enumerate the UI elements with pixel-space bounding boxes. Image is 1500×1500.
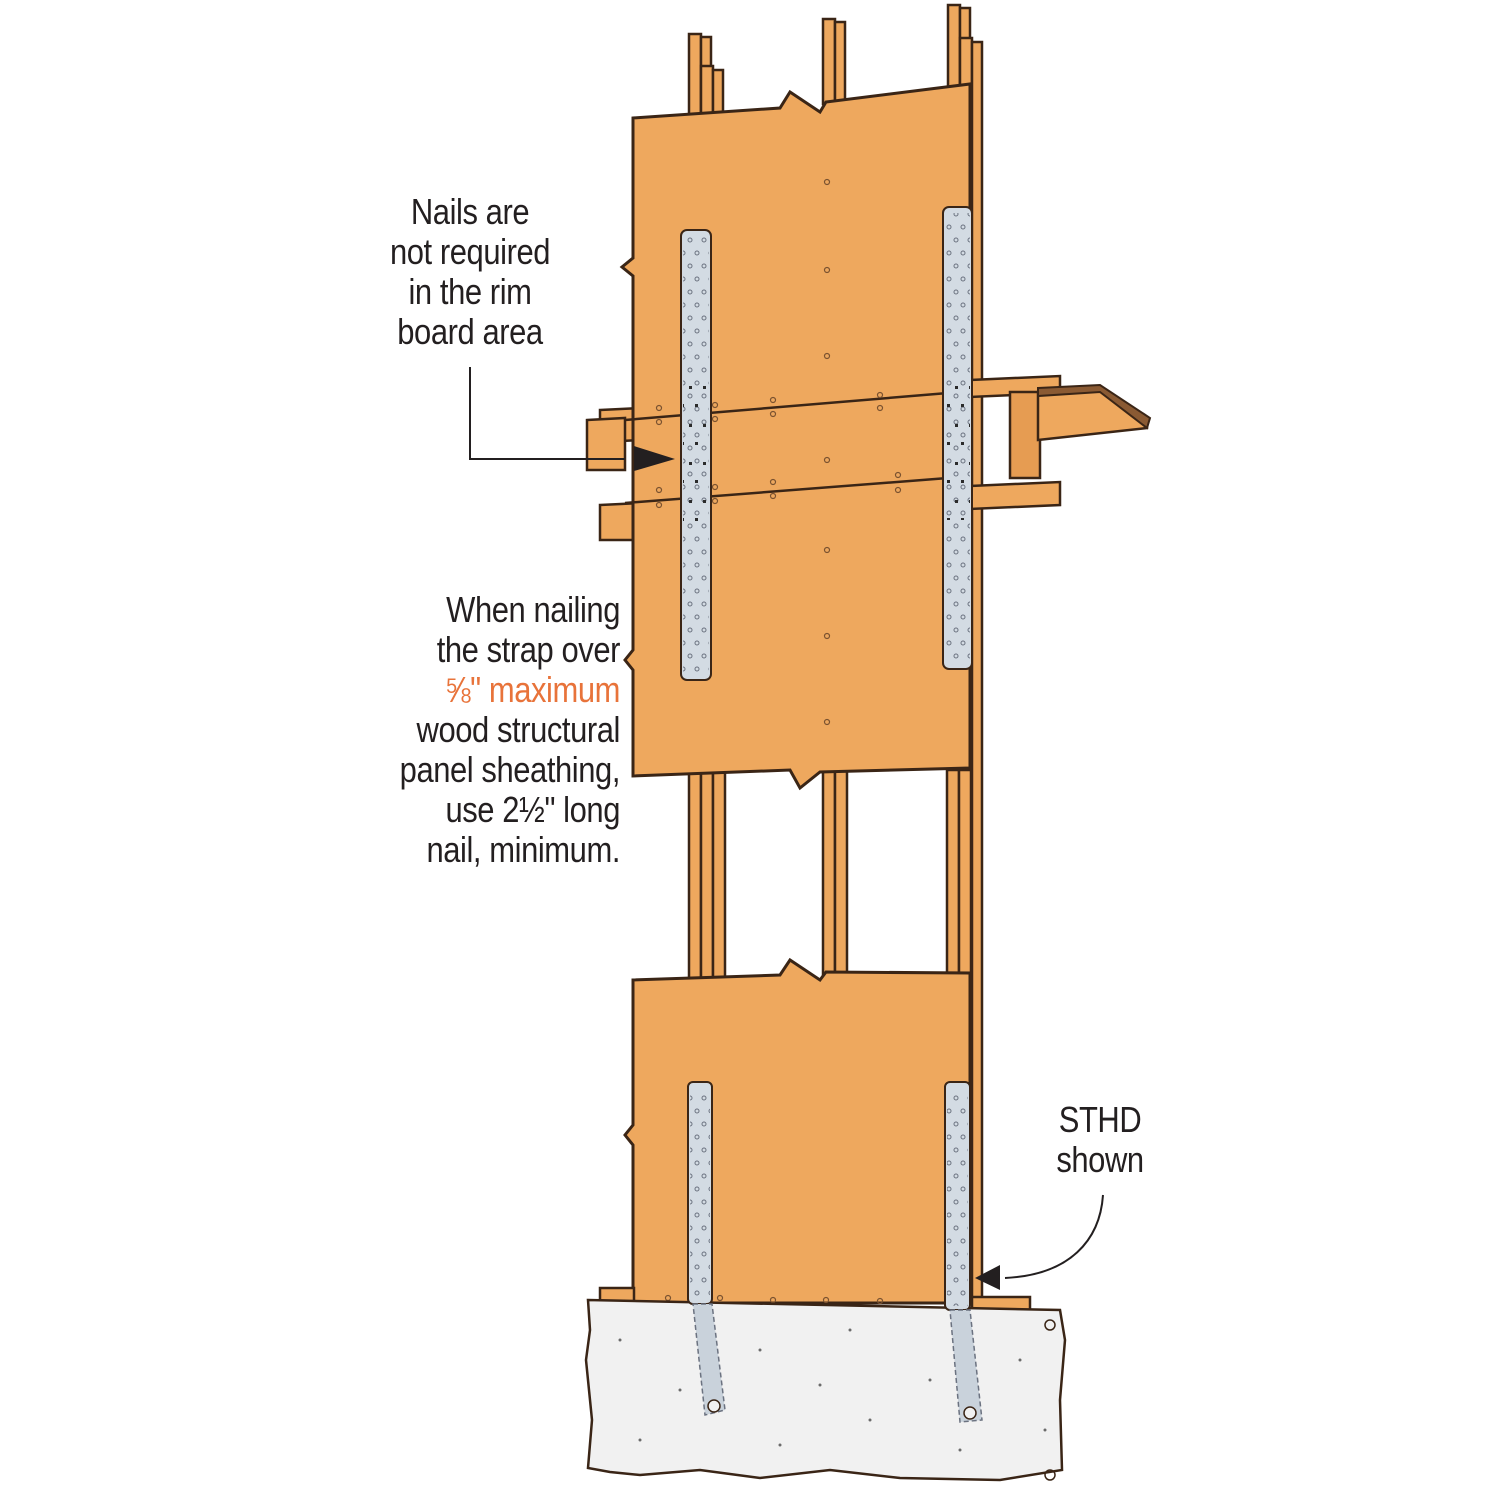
callout-line: not required: [389, 231, 551, 272]
rim-board-callout: Nails are not required in the rim board …: [375, 192, 564, 352]
callout-line: the strap over: [436, 629, 621, 670]
callout-line: panel sheathing,: [399, 749, 621, 790]
studs-middle: [687, 768, 973, 982]
strap-lower-right: [944, 1081, 983, 1423]
stud-center-top: [821, 17, 847, 106]
sthd-callout: STHD shown: [1040, 1100, 1160, 1180]
sheathing-nailing-callout: When nailing the strap over ⅝" maximum w…: [371, 589, 621, 870]
callout-line: Nails are: [410, 191, 530, 232]
rim-board-arrow: [469, 367, 675, 471]
callout-line: in the rim: [408, 271, 532, 312]
lower-sheathing-panel: [623, 957, 972, 1305]
upper-sheathing-panel: [619, 82, 972, 791]
callout-line-accent: ⅝" maximum: [444, 669, 621, 710]
strap-upper-left: [680, 229, 712, 681]
callout-line: nail, minimum.: [426, 829, 620, 870]
callout-line: use 2½" long: [445, 789, 620, 830]
sthd-arrow: [975, 1194, 1104, 1290]
callout-line: STHD: [1058, 1099, 1142, 1140]
callout-line: board area: [397, 311, 543, 352]
strap-lower-left: [687, 1081, 726, 1416]
concrete-foundation: [584, 1298, 1067, 1482]
callout-line: When nailing: [446, 589, 620, 630]
strap-upper-right: [942, 206, 973, 670]
stud-left-top: [687, 32, 725, 126]
floor-sheathing: [1037, 383, 1152, 430]
callout-line: wood structural: [416, 709, 621, 750]
callout-line: shown: [1056, 1139, 1144, 1180]
